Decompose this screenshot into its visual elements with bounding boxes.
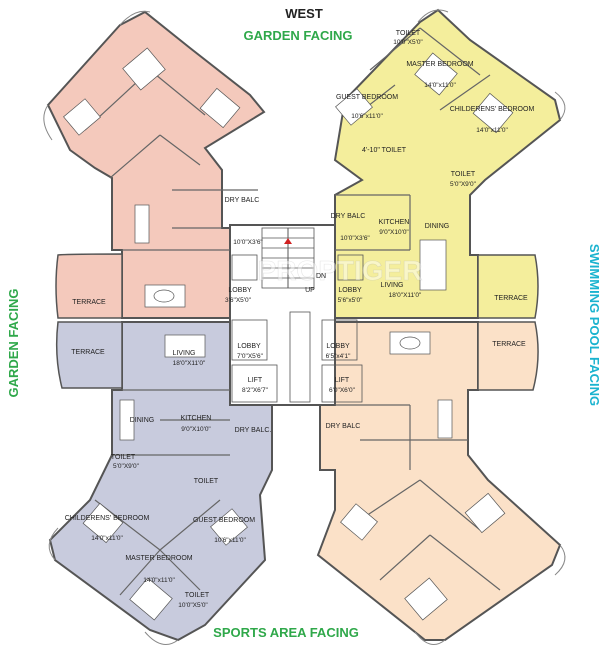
- se-lobby-label: LOBBY: [326, 343, 350, 350]
- nw-lobby-label: LOBBY: [228, 287, 252, 294]
- ne-dry-balc-dim: 10'0"X3'6": [340, 235, 370, 242]
- se-terrace-label: TERRACE: [492, 341, 526, 348]
- lift-shaft-right: [321, 364, 363, 403]
- sw-apartment: [48, 321, 273, 642]
- ne-toilet-mid-label: 4'-10" TOILET: [362, 147, 407, 154]
- ne-toilet-right-label: TOILET: [451, 171, 476, 178]
- sw-terrace-label: TERRACE: [71, 349, 105, 356]
- ne-living-dim: 18'0"X11'0": [389, 292, 422, 299]
- nw-apartment: [46, 10, 266, 319]
- lobby-box-left: [231, 319, 268, 361]
- ne-toilet-right-dim: 5'0"X9'0": [450, 181, 477, 188]
- core-area: [229, 224, 336, 406]
- se-terrace: [477, 321, 539, 391]
- ne-toilet-top-dim: 10'0"X5'0": [393, 39, 423, 46]
- se-apartment: [316, 321, 562, 641]
- sw-living-dim: 18'0"X11'0": [173, 360, 206, 367]
- sw-children-label: CHILDERENS' BEDROOM: [65, 515, 150, 522]
- lobby-box-right: [321, 319, 358, 361]
- ne-terrace-label: TERRACE: [494, 295, 528, 302]
- sw-toilet-left-label: TOILET: [111, 454, 136, 461]
- ne-children-dim: 14'0"x11'0": [476, 127, 508, 134]
- ne-master-dim: 14'0"x11'0": [424, 82, 456, 89]
- facing-top: GARDEN FACING: [243, 28, 352, 43]
- sw-lobby-label: LOBBY: [237, 343, 261, 350]
- ne-kitchen-dim: 9'0"X10'0": [379, 229, 409, 236]
- lift-shaft-left: [231, 364, 278, 403]
- stair-up-label: UP: [305, 287, 315, 294]
- lift-right-label: LIFT: [335, 377, 350, 384]
- sw-kitchen-dim: 9'0"X10'0": [181, 426, 211, 433]
- facing-right: SWIMMING POOL FACING: [587, 244, 602, 406]
- ne-apartment: [333, 8, 562, 319]
- sw-master-label: MASTER BEDROOM: [125, 555, 192, 562]
- nw-dry-balc-label: DRY BALC: [225, 197, 260, 204]
- sw-toilet-bottom-label: TOILET: [185, 592, 210, 599]
- interior-walls: [84, 27, 501, 596]
- ne-terrace: [477, 254, 539, 319]
- furniture: [63, 47, 514, 621]
- nw-dry-balc-dim: 10'0"X3'6": [233, 239, 263, 246]
- core: [229, 224, 364, 406]
- ne-children-label: CHILDERENS' BEDROOM: [450, 106, 535, 113]
- ne-dining-label: DINING: [425, 223, 450, 230]
- facing-left: GARDEN FACING: [6, 288, 21, 397]
- sw-guest-label: GUEST BEDROOM: [193, 517, 255, 524]
- sw-terrace: [55, 321, 123, 389]
- facing-bottom: SPORTS AREA FACING: [213, 625, 359, 640]
- ne-living-label: LIVING: [381, 282, 404, 289]
- service-box: [231, 254, 258, 281]
- sw-toilet-left-dim: 5'0"X9'0": [113, 463, 140, 470]
- se-dry-balc-label: DRY BALC: [326, 423, 361, 430]
- ne-kitchen-label: KITCHEN: [379, 219, 410, 226]
- service-box: [337, 254, 364, 281]
- ne-dry-balc-label: DRY BALC: [331, 213, 366, 220]
- sw-kitchen-label: KITCHEN: [181, 415, 212, 422]
- watermark: PROPTIGER: [258, 255, 423, 286]
- sw-master-dim: 14'0"x11'0": [143, 577, 175, 584]
- nw-terrace-label: TERRACE: [72, 299, 106, 306]
- lift-right-dim: 6'0"X6'0": [329, 387, 356, 394]
- ne-master-label: MASTER BEDROOM: [406, 61, 473, 68]
- ne-guest-dim: 10'6"x11'0": [351, 113, 383, 120]
- lift-left-label: LIFT: [248, 377, 263, 384]
- sw-living-label: LIVING: [173, 350, 196, 357]
- nw-terrace: [55, 253, 123, 319]
- window-arcs: [43, 9, 566, 645]
- ne-apartment-fill: [333, 8, 562, 319]
- sw-toilet-mid-label: TOILET: [194, 478, 219, 485]
- nw-lobby-dim: 3'6"X5'0": [225, 297, 252, 304]
- sw-toilet-bottom-dim: 10'0"X5'0": [178, 602, 208, 609]
- ne-lobby-dim: 5'6"x5'0": [338, 297, 363, 304]
- duct-shaft: [289, 311, 311, 403]
- sw-guest-dim: 10'6"x11'0": [214, 537, 246, 544]
- ne-lobby-label: LOBBY: [338, 287, 362, 294]
- sw-dry-balc-label: DRY BALC.: [235, 427, 272, 434]
- se-lobby-dim: 6'5"x4'1": [326, 353, 351, 360]
- stair-arrow-icon: [284, 238, 292, 244]
- sw-children-dim: 14'0"x11'0": [91, 535, 123, 542]
- sw-dining-label: DINING: [130, 417, 155, 424]
- ne-toilet-top-label: TOILET: [396, 30, 421, 37]
- stair-down-label: DN: [316, 273, 326, 280]
- lift-left-dim: 8'2"X6'7": [242, 387, 269, 394]
- heading-west: WEST: [285, 6, 323, 21]
- ne-guest-label: GUEST BEDROOM: [336, 94, 398, 101]
- sw-lobby-dim: 7'0"X5'6": [237, 353, 264, 360]
